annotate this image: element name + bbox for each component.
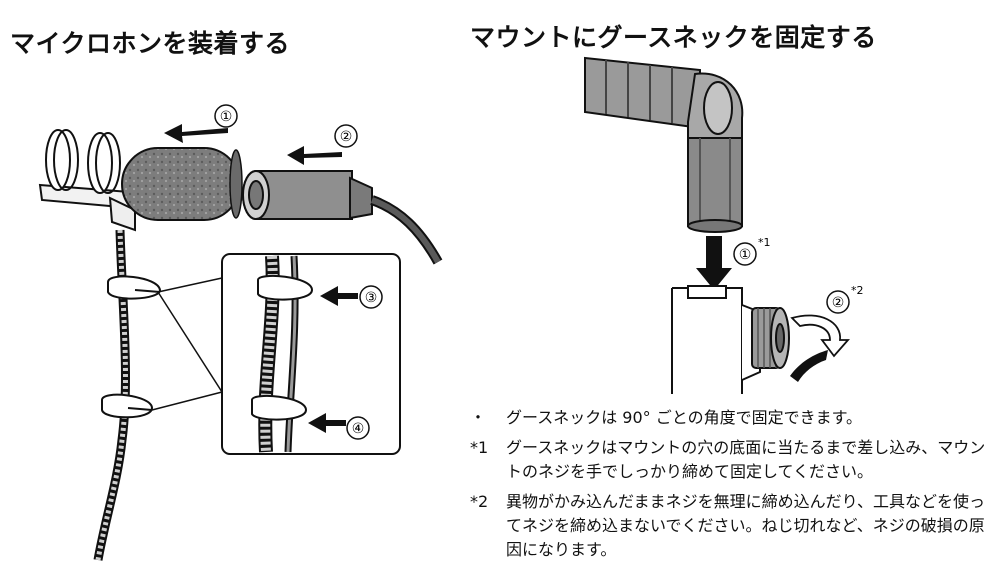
step-label-1-right: ① [739, 247, 752, 263]
arrow-step-3 [320, 286, 358, 306]
note-mark: *2 [470, 492, 489, 511]
detail-box [221, 253, 401, 455]
right-section-title: マウントにグースネックを固定する [470, 23, 877, 52]
step-label-2-left: ② [340, 129, 353, 145]
arrow-step-1-left [164, 124, 228, 143]
step-superscript-1-right: *1 [758, 236, 771, 249]
mount-body [671, 285, 761, 394]
note-text: グースネックは 90° ごとの角度で固定できます。 [506, 408, 862, 427]
step-label-3: ③ [365, 290, 378, 306]
arrow-step-1-right [696, 236, 732, 290]
note-item: *2 異物がかみ込んだままネジを無理に締め込んだり、工具などを使ってネジを締め込… [470, 490, 995, 562]
detail-leader-lines [151, 277, 223, 411]
step-superscript-2-right: *2 [851, 284, 864, 297]
mount-screw [751, 307, 790, 369]
foam-windscreen [121, 147, 243, 221]
note-item: ・ グースネックは 90° ごとの角度で固定できます。 [470, 406, 995, 430]
step-1-circle-left [214, 104, 238, 128]
note-item: *1 グースネックはマウントの穴の底面に当たるまで差し込み、マウントのネジを手で… [470, 436, 995, 484]
cable-clip-upper-left [107, 275, 162, 300]
step-2-circle-right [826, 290, 850, 314]
step-1-circle-right [733, 242, 757, 266]
left-section-title: マイクロホンを装着する [10, 29, 291, 58]
arrow-step-4 [308, 413, 346, 433]
note-text: 異物がかみ込んだままネジを無理に締め込んだり、工具などを使ってネジを締め込まない… [506, 492, 986, 559]
note-mark: *1 [470, 438, 489, 457]
note-text: グースネックはマウントの穴の底面に当たるまで差し込み、マウントのネジを手でしっか… [506, 438, 986, 481]
note-mark: ・ [470, 408, 487, 427]
notes: ・ グースネックは 90° ごとの角度で固定できます。 *1 グースネックはマウ… [470, 406, 995, 562]
gooseneck-right [584, 56, 744, 233]
arrow-step-2-left [287, 146, 342, 165]
cable-clip-lower-left [101, 393, 154, 419]
step-label-4: ④ [352, 421, 365, 437]
rotation-arrow [790, 314, 850, 382]
step-4-circle [346, 416, 370, 440]
step-label-2-right: ② [832, 295, 845, 311]
clip-holder [38, 129, 136, 232]
step-2-circle-left [334, 124, 358, 148]
step-label-1-left: ① [220, 109, 233, 125]
step-3-circle [359, 285, 383, 309]
microphone [242, 170, 443, 265]
